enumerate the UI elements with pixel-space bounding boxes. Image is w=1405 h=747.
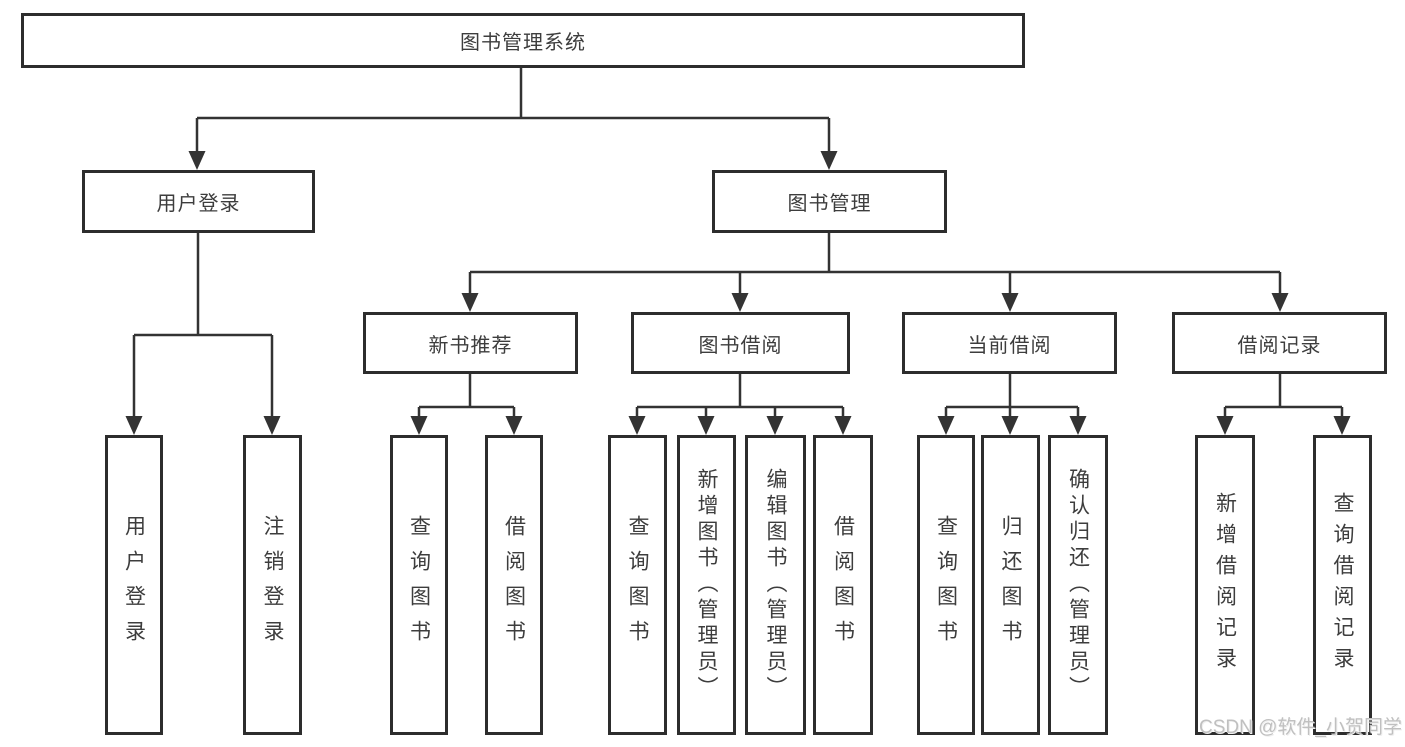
node-current-borrowing: 当前借阅 [902, 312, 1117, 374]
arrowheads [125, 151, 1351, 435]
arrow-icon [505, 416, 523, 435]
csdn-watermark: CSDN @软件_小贺同学 [1199, 717, 1402, 738]
arrow-icon [263, 416, 281, 435]
leaf-user-login: 用户登录 [105, 435, 163, 735]
arrow-icon [1001, 416, 1019, 435]
leaf-confirm-return-admin: 确认归还（管理员） [1048, 435, 1108, 735]
edge-newrec-to-leaves [417, 374, 516, 420]
arrow-icon [697, 416, 715, 435]
node-book-management: 图书管理 [712, 170, 947, 233]
node-borrowing-records: 借阅记录 [1172, 312, 1387, 374]
arrow-icon [820, 151, 838, 170]
arrow-icon [1216, 416, 1234, 435]
edge-current-to-leaves [944, 374, 1080, 420]
arrow-icon [731, 293, 749, 312]
arrow-icon [461, 293, 479, 312]
edge-root-to-level1 [195, 68, 831, 155]
arrow-icon [1001, 293, 1019, 312]
node-user-login: 用户登录 [82, 170, 315, 233]
arrow-icon [834, 416, 852, 435]
leaf-borrow-books-recommend: 借阅图书 [485, 435, 543, 735]
arrow-icon [628, 416, 646, 435]
node-library-management-system: 图书管理系统 [21, 13, 1025, 68]
edge-userlogin-to-leaves [132, 233, 274, 420]
leaf-edit-books-admin: 编辑图书（管理员） [745, 435, 806, 735]
leaf-add-borrow-record: 新增借阅记录 [1195, 435, 1255, 735]
leaf-query-books-borrow: 查询图书 [608, 435, 667, 735]
edge-bookmgmt-to-level2 [468, 233, 1282, 297]
leaf-query-borrow-record: 查询借阅记录 [1313, 435, 1372, 735]
node-new-book-recommendation: 新书推荐 [363, 312, 578, 374]
arrow-icon [1333, 416, 1351, 435]
leaf-logout: 注销登录 [243, 435, 302, 735]
leaf-return-books: 归还图书 [981, 435, 1040, 735]
leaf-query-books-current: 查询图书 [917, 435, 975, 735]
arrow-icon [125, 416, 143, 435]
node-book-borrowing: 图书借阅 [631, 312, 850, 374]
leaf-add-books-admin: 新增图书（管理员） [677, 435, 736, 735]
edge-borrow-to-leaves [635, 374, 845, 420]
edge-records-to-leaves [1223, 374, 1344, 420]
arrow-icon [1271, 293, 1289, 312]
arrow-icon [188, 151, 206, 170]
arrow-icon [937, 416, 955, 435]
leaf-borrow-books: 借阅图书 [813, 435, 873, 735]
arrow-icon [1069, 416, 1087, 435]
leaf-query-books-recommend: 查询图书 [390, 435, 448, 735]
arrow-icon [410, 416, 428, 435]
edge-paths [132, 68, 1344, 420]
arrow-icon [766, 416, 784, 435]
